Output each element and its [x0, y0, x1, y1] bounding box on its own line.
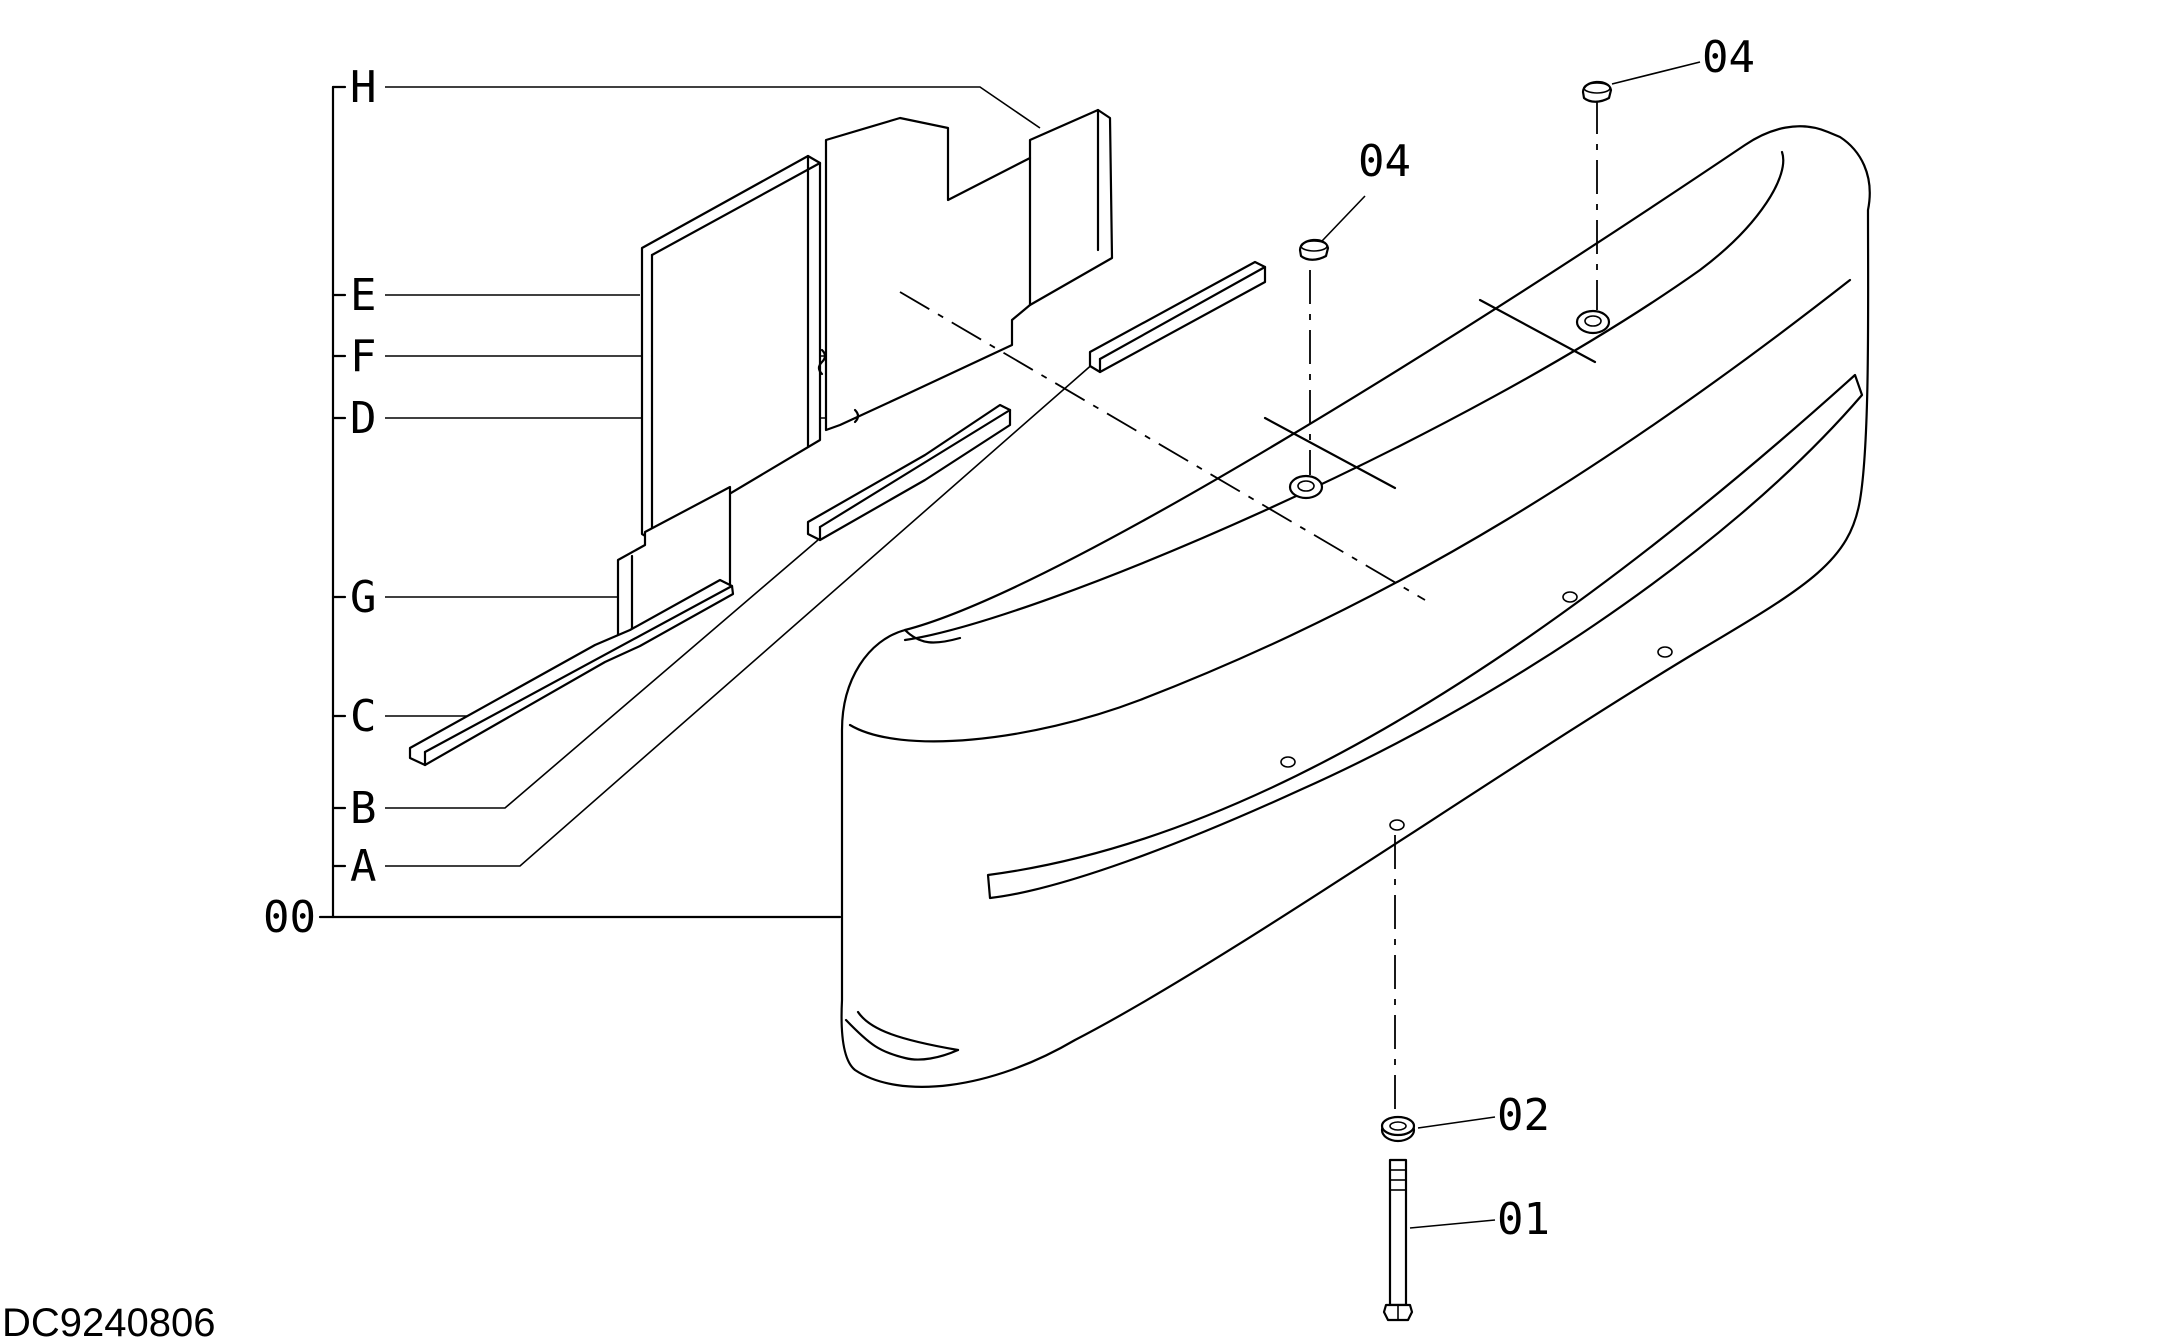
bolt [1382, 1158, 1414, 1322]
label-d: D [350, 393, 377, 444]
callout-cap-right: 04 [1702, 32, 1755, 83]
washer [1380, 1115, 1416, 1143]
strip-c [408, 578, 735, 767]
panel-h [824, 108, 1114, 432]
label-c: C [350, 691, 377, 742]
callout-bolt: 01 [1497, 1194, 1550, 1245]
front-slot [986, 373, 1864, 900]
label-assembly: 00 [263, 892, 316, 943]
panel-e [640, 154, 822, 542]
drawing-id: DC9240806 [2, 1301, 216, 1344]
cap-left [1298, 238, 1330, 261]
label-f: F [350, 331, 377, 382]
strip-a [1088, 260, 1267, 374]
center-lines [899, 100, 1598, 1110]
panel-assembly [616, 108, 1114, 642]
label-g: G [350, 572, 377, 623]
strip-b [806, 403, 1012, 542]
callout-washer: 02 [1497, 1090, 1550, 1141]
label-b: B [350, 783, 377, 834]
label-a: A [350, 841, 377, 892]
label-e: E [350, 270, 377, 321]
subpart-bracket [318, 85, 842, 919]
cap-right [1581, 80, 1613, 103]
label-h: H [350, 62, 377, 113]
counterweight-body [840, 125, 1871, 1088]
callout-cap-left: 04 [1358, 136, 1411, 187]
